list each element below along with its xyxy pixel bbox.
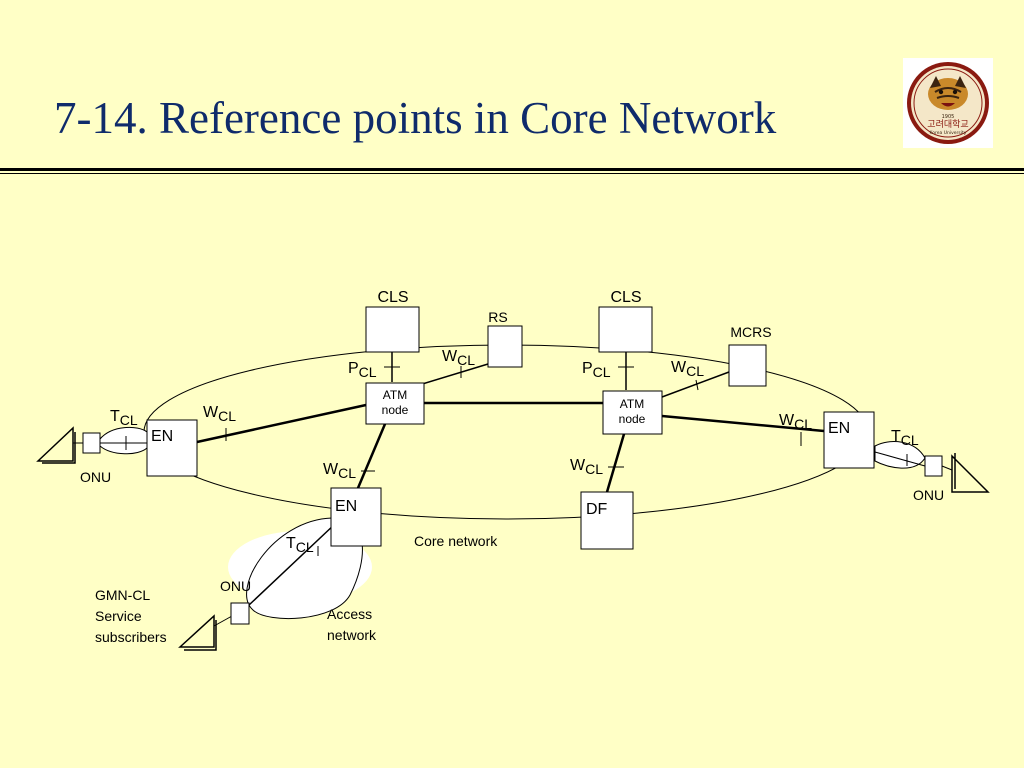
core-network-label: Core network (414, 533, 498, 549)
w-cl-df-label: WCL (570, 457, 603, 477)
w-cl-en-bottom-label: WCL (323, 461, 356, 481)
df-label: DF (586, 501, 608, 518)
t-cl-left-label: TCL (110, 408, 138, 428)
atm-left-label-line1: ATM (383, 388, 407, 402)
cls-right-box (598, 306, 653, 353)
title-divider-thick (0, 168, 1024, 171)
logo-english-name: Korea University (930, 130, 967, 136)
t-cl-right-label: TCL (891, 428, 919, 448)
cls-right-label: CLS (610, 289, 641, 306)
t-cl-bottom-label: TCL (286, 535, 314, 555)
subscribers-label-line1: GMN-CL (95, 587, 150, 603)
w-cl-rs-label: WCL (442, 348, 475, 368)
tiger-emblem-icon (928, 76, 968, 110)
en-right-label: EN (828, 420, 850, 437)
left-access-lobe (99, 426, 148, 455)
atm-node-left-box (365, 382, 425, 425)
title-divider-thin (0, 173, 1024, 174)
w-cl-mcrs-label: WCL (671, 359, 704, 379)
slide-title: 7-14. Reference points in Core Network (54, 93, 777, 143)
mcrs-label: MCRS (730, 324, 771, 340)
subscribers-label-line3: subscribers (95, 629, 167, 645)
w-cl-en-right-label: WCL (779, 412, 812, 432)
university-logo: 1905 고려대학교 Korea University (903, 58, 993, 148)
onu-right-label: ONU (913, 487, 944, 503)
rs-box (487, 325, 523, 368)
onu-left-label: ONU (80, 469, 111, 485)
p-cl-left-label: PCL (348, 360, 377, 380)
p-cl-right-label: PCL (582, 360, 611, 380)
cls-left-box (365, 306, 420, 353)
logo-year: 1905 (942, 114, 955, 120)
atm-right-label-line2: node (619, 412, 646, 426)
terminal-bottom-icon (178, 614, 217, 651)
en-left-label: EN (151, 428, 173, 445)
atm-right-label-line1: ATM (620, 397, 644, 411)
mcrs-box (728, 344, 767, 387)
atm-node-right-box (602, 390, 663, 435)
onu-bottom-box (230, 602, 250, 625)
en-right-box (823, 411, 875, 469)
access-network-label-line1: Access (327, 606, 372, 622)
terminal-left-icon (36, 426, 76, 464)
en-left-box (146, 419, 198, 477)
w-cl-en-left-label: WCL (203, 404, 236, 424)
cls-left-label: CLS (377, 289, 408, 306)
access-network-label-line2: network (327, 627, 377, 643)
terminal-right-icon (951, 453, 990, 493)
subscribers-label-line2: Service (95, 608, 142, 624)
en-bottom-box (330, 487, 382, 547)
onu-right-box (924, 455, 943, 477)
onu-bottom-label: ONU (220, 578, 251, 594)
df-box (580, 491, 634, 550)
en-bottom-label: EN (335, 498, 357, 515)
onu-left-box (82, 432, 101, 454)
atm-left-label-line2: node (382, 403, 409, 417)
rs-label: RS (488, 309, 507, 325)
logo-korean-name: 고려대학교 (927, 119, 968, 130)
